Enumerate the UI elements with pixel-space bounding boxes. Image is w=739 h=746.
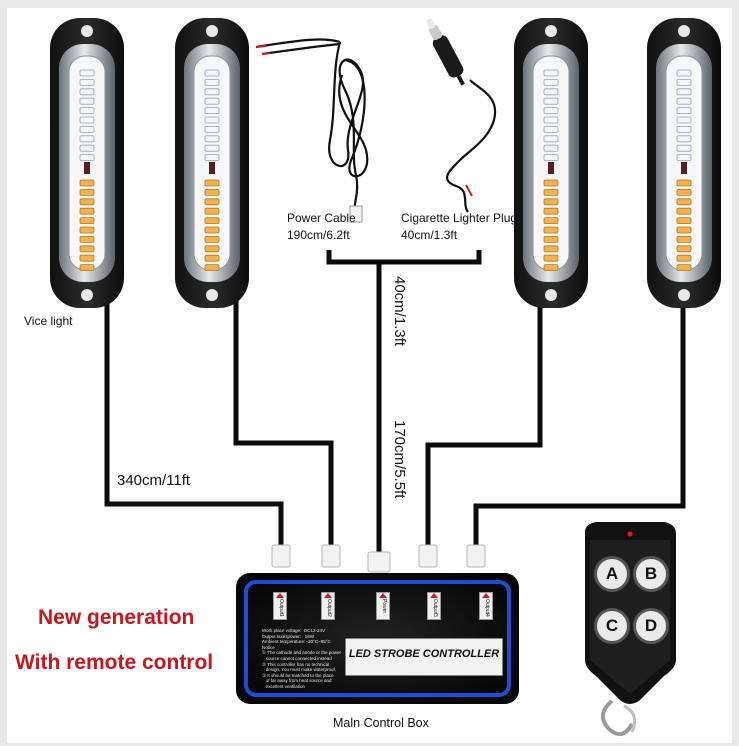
spec-line: Ambient temperature: -30°C~85°C — [262, 639, 331, 645]
strobe-light-1 — [50, 18, 124, 308]
vice-light-label: Vice light — [24, 314, 73, 328]
control-box — [236, 573, 519, 704]
plug-name: Cigarette Lighter Plug — [401, 211, 518, 225]
remote-button-a: A — [594, 556, 630, 592]
spec-line: ① The cathode and anode or the power — [262, 650, 342, 656]
plug-length: 40cm/1.3ft — [401, 228, 458, 242]
spec-line: Output taxespower: 16W — [262, 633, 315, 639]
promo-line-1: New generation — [38, 606, 195, 629]
wire-light-1 — [104, 300, 284, 548]
spec-line: ② This controller has no technical — [262, 661, 330, 667]
spec-line: ③ It should be matched to the place — [262, 672, 334, 678]
port-label-text: Power — [381, 599, 387, 614]
spec-line: source cannot connected instead — [262, 655, 332, 661]
wire-power-split — [326, 250, 482, 265]
main-box-label: Maln Control Box — [333, 716, 429, 730]
wire-light-2 — [233, 300, 334, 548]
port-label: Power — [376, 592, 390, 620]
port-arrow-icon — [482, 593, 490, 598]
wiring — [104, 250, 686, 555]
port-label: Output4 — [479, 592, 493, 620]
strobe-light-3 — [514, 18, 588, 308]
length-170-label: 170cm/5.5ft — [391, 420, 408, 499]
length-340-label: 340cm/11ft — [117, 472, 191, 489]
power-cable-name: Power Cable — [287, 211, 356, 225]
port-label-text: Output4 — [484, 599, 490, 617]
port-label-text: Output3 — [432, 599, 438, 617]
port-label: Output1 — [273, 592, 287, 620]
promo-line-2: With remote control — [15, 651, 214, 674]
cigarette-plug — [426, 18, 497, 213]
remote-button-c: C — [594, 608, 630, 644]
port-arrow-icon — [379, 593, 387, 598]
strobe-light-2 — [175, 18, 249, 308]
port-arrow-icon — [276, 593, 284, 598]
spec-line: Notice — [262, 644, 275, 650]
controller-title: LED STROBE CONTROLLER — [348, 648, 500, 660]
wire-light-3 — [425, 300, 543, 548]
spec-line: Work place voltage: DC12-24V — [262, 628, 325, 633]
remote-button-b: B — [633, 556, 669, 592]
power-cable-length: 190cm/6.2ft — [287, 228, 350, 242]
spec-line: of far away from heat source and — [262, 678, 332, 684]
port-label-text: Output1 — [278, 599, 284, 617]
port-arrow-icon — [324, 593, 332, 598]
wire-light-4 — [473, 300, 686, 548]
remote-button-d: D — [633, 608, 669, 644]
port-arrow-icon — [430, 593, 438, 598]
power-cable-tips — [255, 45, 271, 55]
power-cable — [255, 38, 369, 211]
port-label-text: Output2 — [326, 599, 332, 617]
spec-line: design, You must make waterproof. — [262, 667, 337, 673]
spec-line: excellent ventilation — [262, 683, 306, 689]
port-label: Output2 — [321, 592, 335, 620]
power-cable-connector — [349, 205, 363, 223]
strobe-light-4 — [647, 18, 721, 308]
port-label: Output3 — [427, 592, 441, 620]
strobe-lights — [50, 18, 721, 308]
length-40-label: 40cm/1.3ft — [391, 276, 408, 347]
connectors — [271, 544, 486, 573]
